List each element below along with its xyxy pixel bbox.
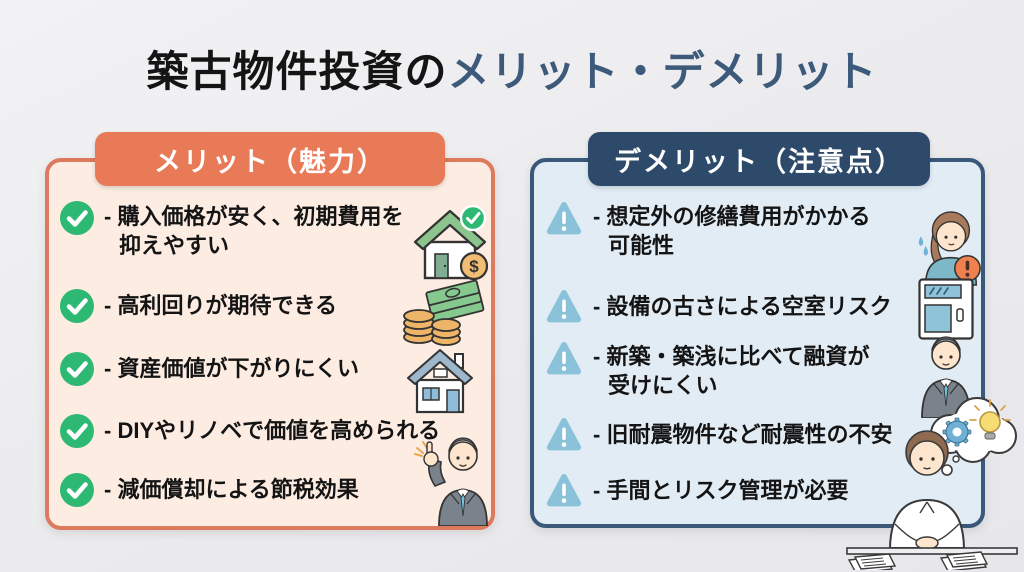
demerit-item-text: - 想定外の修繕費用がかかる可能性 <box>593 204 871 259</box>
money-stack-icon <box>401 279 489 346</box>
demerit-item-4: - 旧耐震物件など耐震性の不安 <box>544 416 969 454</box>
lightbulb-icon <box>969 399 1011 440</box>
pointing-businessman-icon <box>411 434 495 527</box>
merit-card: メリット（魅力） - 購入価格が安く、初期費用を抑えやすい - 高利回りが期待で… <box>45 132 495 530</box>
svg-text:$: $ <box>469 257 479 276</box>
check-circle-icon <box>59 472 95 508</box>
merit-item-text: - 購入価格が安く、初期費用を抑えやすい <box>104 204 404 259</box>
demerit-item-2: - 設備の古さによる空室リスク <box>544 288 916 326</box>
desk-and-papers <box>846 547 1018 572</box>
papers-right <box>939 551 989 572</box>
merit-item-text: - 減価償却による節税効果 <box>104 477 359 503</box>
worried-woman-icon <box>912 206 984 286</box>
demerit-item-5: - 手間とリスク管理が必要 <box>544 472 884 510</box>
merit-item-3: - 資産価値が下がりにくい <box>59 351 399 387</box>
thinking-person-at-desk-illustration <box>835 392 1020 572</box>
check-circle-icon <box>59 200 95 236</box>
warning-triangle-icon <box>544 472 584 510</box>
merit-item-text: - 高利回りが期待できる <box>104 293 337 319</box>
check-circle-icon <box>59 288 95 324</box>
demerit-item-text: - 新築・築浅に比べて融資が受けにくい <box>593 344 870 399</box>
check-circle-icon <box>59 351 95 387</box>
demerit-item-1: - 想定外の修繕費用がかかる可能性 <box>544 200 884 261</box>
merit-item-text: - 資産価値が下がりにくい <box>104 356 359 382</box>
merit-item-2: - 高利回りが期待できる <box>59 288 399 324</box>
page-title-prefix: 築古物件投資の <box>146 48 448 95</box>
merit-item-4: - DIYやリノベで価値を高められる <box>59 413 484 449</box>
house-with-dollar-icon: $ <box>411 202 489 286</box>
gear-icon <box>942 417 972 447</box>
house-icon <box>405 342 475 414</box>
demerit-item-text: - 手間とリスク管理が必要 <box>593 478 849 504</box>
warning-triangle-icon <box>544 200 584 238</box>
warning-triangle-icon <box>544 416 584 454</box>
demerit-card: デメリット（注意点） - 想定外の修繕費用がかかる可能性 - 設備の古さによる空… <box>530 132 985 528</box>
check-circle-icon <box>59 413 95 449</box>
demerit-item-text: - 設備の古さによる空室リスク <box>593 294 892 320</box>
page-title-highlight: メリット・デメリット <box>447 48 878 95</box>
papers-left <box>847 553 897 572</box>
merit-item-text: - DIYやリノベで価値を高められる <box>104 418 441 444</box>
demerit-item-3: - 新築・築浅に比べて融資が受けにくい <box>544 340 884 401</box>
thinking-person <box>888 430 966 550</box>
page-title: 築古物件投資のメリット・デメリット <box>0 38 1024 99</box>
old-appliance-icon <box>918 278 974 340</box>
demerit-item-text: - 旧耐震物件など耐震性の不安 <box>593 422 893 448</box>
demerit-card-header: デメリット（注意点） <box>588 132 930 186</box>
merit-card-header: メリット（魅力） <box>95 132 445 186</box>
warning-triangle-icon <box>544 288 584 326</box>
merit-item-1: - 購入価格が安く、初期費用を抑えやすい <box>59 200 415 261</box>
merit-item-5: - 減価償却による節税効果 <box>59 472 399 508</box>
warning-triangle-icon <box>544 340 584 378</box>
